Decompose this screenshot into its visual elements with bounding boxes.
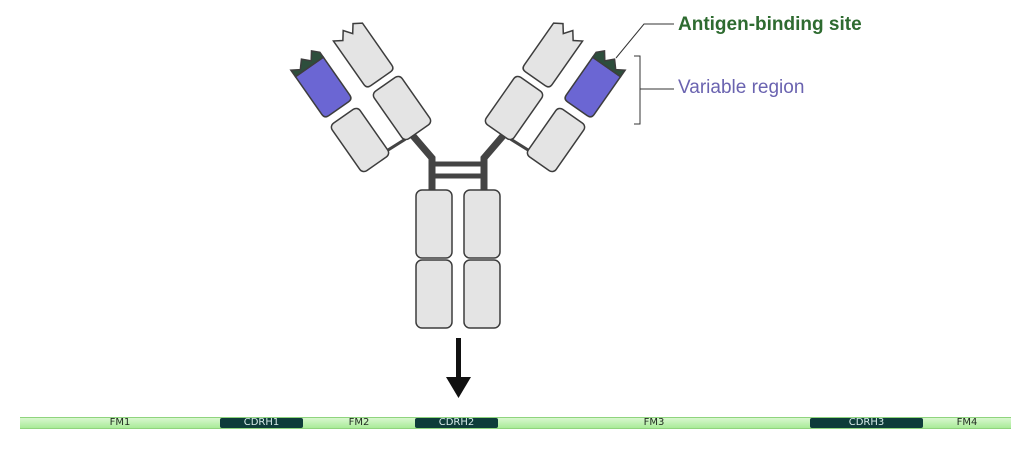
- light-chain-link-left: [385, 137, 407, 153]
- heavy-chain-sequence-bar: FM1 CDRH1 FM2 CDRH2 FM3 CDRH3 FM4: [20, 417, 1011, 429]
- variable-region-label: Variable region: [678, 77, 805, 98]
- annotation-lines: [615, 23, 674, 125]
- hinge-left: [409, 132, 436, 194]
- antigen-binding-site-label: Antigen-binding site: [678, 14, 862, 35]
- left-light-constant-domain: [330, 107, 390, 173]
- variable-region-bracket: [634, 55, 674, 125]
- left-heavy-chain-arm: [332, 22, 432, 141]
- fc-left-upper-domain: [415, 189, 453, 259]
- fc-region: [415, 189, 501, 329]
- segment-fm4: FM4: [956, 417, 978, 428]
- antigen-site-leader: [615, 23, 674, 59]
- hinge-linkers: [385, 132, 531, 194]
- right-light-chain: [526, 49, 627, 173]
- left-light-chain: [289, 49, 390, 173]
- segment-cdrh2: CDRH2: [415, 418, 498, 428]
- left-heavy-variable-domain: [332, 22, 394, 88]
- right-light-variable-region: [564, 56, 622, 118]
- segment-cdrh3: CDRH3: [810, 418, 923, 428]
- left-antigen-binding-site: [289, 49, 325, 78]
- fc-right-lower-domain: [463, 259, 501, 329]
- segment-fm1: FM1: [109, 417, 131, 428]
- down-arrow-icon: [446, 338, 471, 398]
- right-heavy-variable-domain: [522, 22, 584, 88]
- fc-left-lower-domain: [415, 259, 453, 329]
- right-heavy-chain-arm: [484, 22, 584, 141]
- segment-fm2: FM2: [348, 417, 370, 428]
- segment-cdrh1: CDRH1: [220, 418, 303, 428]
- fc-right-upper-domain: [463, 189, 501, 259]
- light-chain-link-right: [509, 137, 531, 153]
- right-heavy-constant-domain: [484, 75, 544, 141]
- segment-fm3: FM3: [643, 417, 665, 428]
- left-light-variable-region: [294, 56, 352, 118]
- left-heavy-constant-domain: [372, 75, 432, 141]
- right-light-constant-domain: [526, 107, 586, 173]
- right-antigen-binding-site: [591, 49, 627, 78]
- hinge-right: [480, 132, 507, 194]
